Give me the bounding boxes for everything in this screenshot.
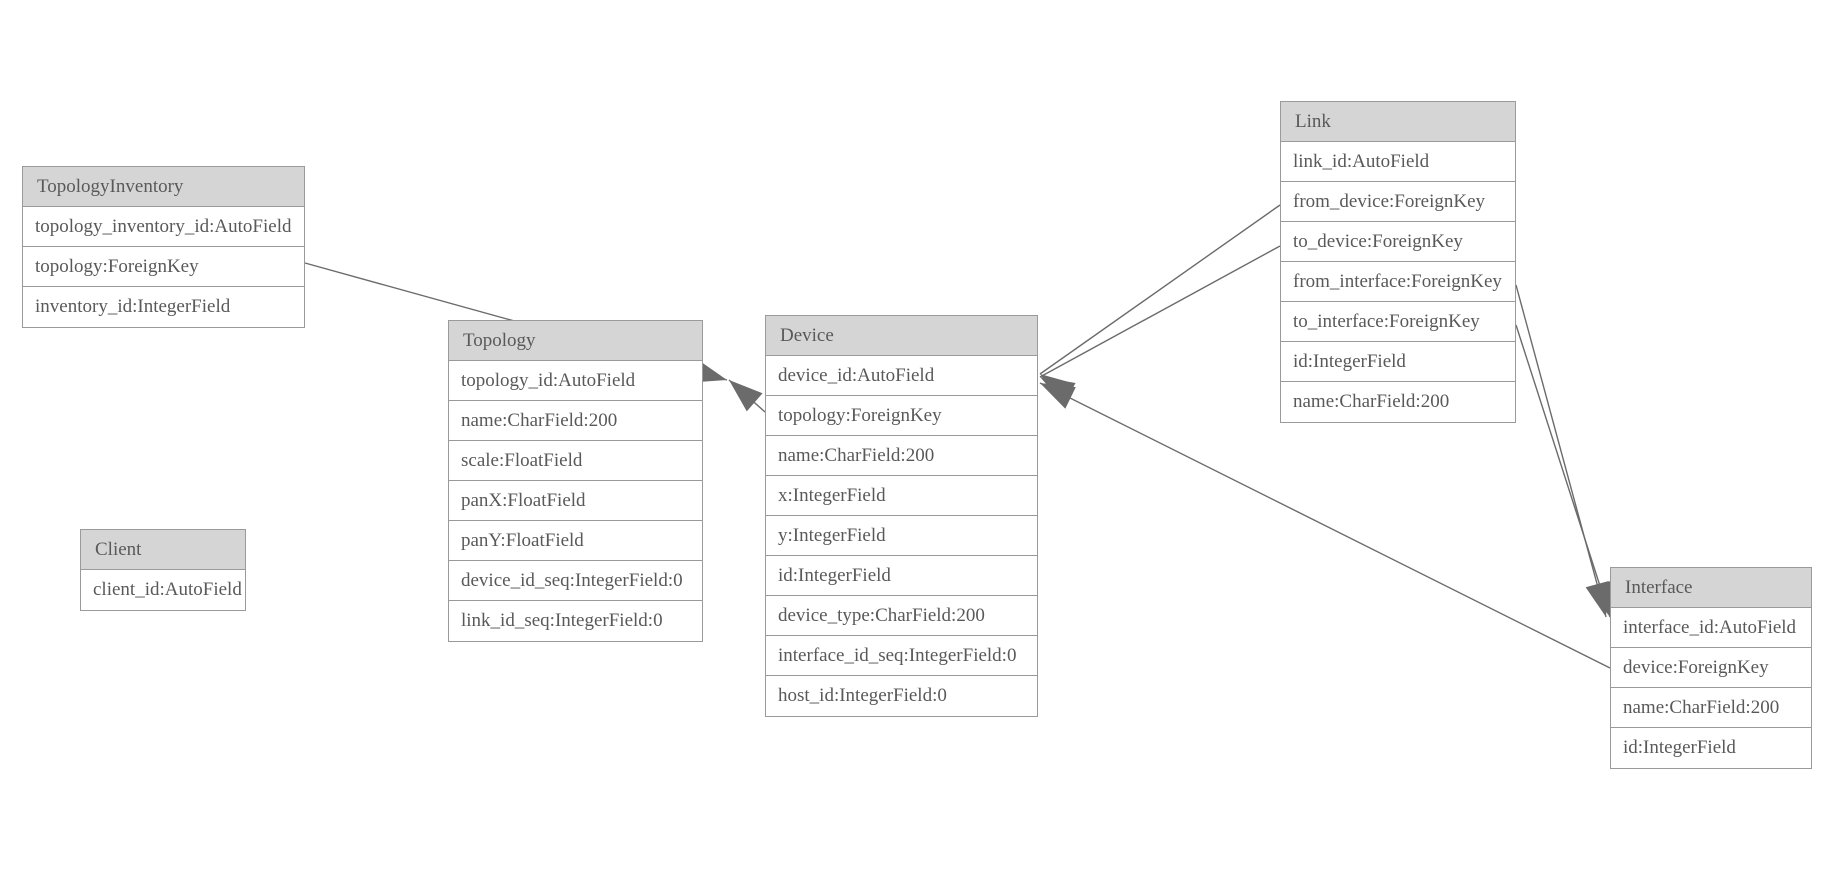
entity-field: id:IntegerField: [1611, 728, 1811, 768]
entity-field: from_interface:ForeignKey: [1281, 262, 1515, 302]
entity-field: scale:FloatField: [449, 441, 702, 481]
entity-field: device:ForeignKey: [1611, 648, 1811, 688]
entity-field: to_device:ForeignKey: [1281, 222, 1515, 262]
relationship-edge-interface-device-device: [1039, 382, 1611, 669]
entity-field: name:CharField:200: [766, 436, 1037, 476]
entity-field: device_id_seq:IntegerField:0: [449, 561, 702, 601]
entity-field: inventory_id:IntegerField: [23, 287, 304, 327]
arrowhead-link-todevice-device: [1040, 377, 1076, 404]
entity-title-topology_inventory: TopologyInventory: [23, 167, 304, 207]
entity-field: y:IntegerField: [766, 516, 1037, 556]
entity-field: x:IntegerField: [766, 476, 1037, 516]
entity-field: from_device:ForeignKey: [1281, 182, 1515, 222]
entity-field: topology:ForeignKey: [23, 247, 304, 287]
entity-field: to_interface:ForeignKey: [1281, 302, 1515, 342]
relationship-edge-device-topology: [728, 379, 766, 413]
arrowhead-device-topology: [729, 380, 763, 412]
relationship-edge-link-tointerface-interface: [1515, 324, 1611, 618]
entity-field: panX:FloatField: [449, 481, 702, 521]
entity-field: link_id:AutoField: [1281, 142, 1515, 182]
entity-title-client: Client: [81, 530, 245, 570]
entity-title-interface: Interface: [1611, 568, 1811, 608]
entity-field: name:CharField:200: [1281, 382, 1515, 422]
entity-title-topology: Topology: [449, 321, 702, 361]
entity-field: topology:ForeignKey: [766, 396, 1037, 436]
entity-field: id:IntegerField: [1281, 342, 1515, 382]
relationship-edge-link-frominterface-interface: [1515, 284, 1607, 618]
entity-field: interface_id_seq:IntegerField:0: [766, 636, 1037, 676]
arrowhead-interface-device-device: [1040, 383, 1076, 409]
entity-field: host_id:IntegerField:0: [766, 676, 1037, 716]
relationship-edge-link-todevice-device: [1039, 245, 1281, 378]
entity-field: name:CharField:200: [1611, 688, 1811, 728]
arrowhead-link-fromdevice-device: [1040, 374, 1075, 404]
entity-field: link_id_seq:IntegerField:0: [449, 601, 702, 641]
entity-field: device_id:AutoField: [766, 356, 1037, 396]
entity-title-device: Device: [766, 316, 1037, 356]
entity-title-link: Link: [1281, 102, 1515, 142]
entity-field: client_id:AutoField: [81, 570, 245, 610]
relationship-edge-link-fromdevice-device: [1039, 204, 1281, 375]
entity-field: topology_id:AutoField: [449, 361, 702, 401]
entity-field: panY:FloatField: [449, 521, 702, 561]
entity-field: topology_inventory_id:AutoField: [23, 207, 304, 247]
entity-field: device_type:CharField:200: [766, 596, 1037, 636]
entity-field: interface_id:AutoField: [1611, 608, 1811, 648]
entity-field: name:CharField:200: [449, 401, 702, 441]
entity-field: id:IntegerField: [766, 556, 1037, 596]
